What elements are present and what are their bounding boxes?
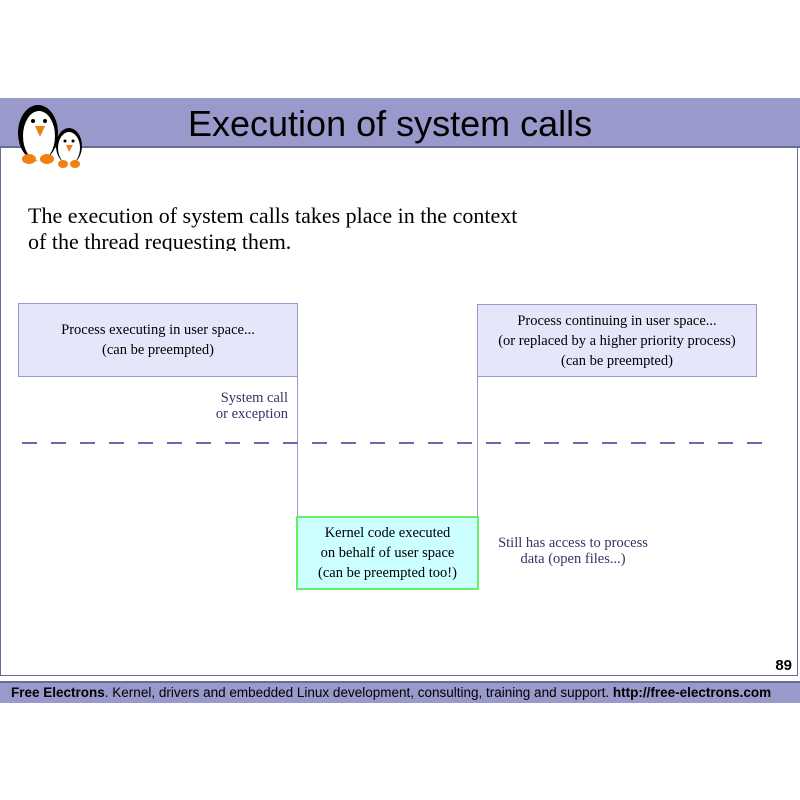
slide-header	[0, 98, 800, 148]
user-kernel-boundary	[22, 442, 764, 444]
box-line: Process continuing in user space...	[517, 312, 717, 329]
intro-text: The execution of system calls takes plac…	[28, 203, 518, 251]
user-space-box-after: Process continuing in user space... (or …	[477, 304, 757, 377]
page-number: 89	[775, 657, 792, 674]
penguin-logo-icon	[18, 105, 82, 168]
kernel-box: Kernel code executed on behalf of user s…	[296, 516, 479, 590]
label-line: System call	[220, 390, 288, 406]
label-line: or exception	[215, 406, 288, 422]
slide-frame	[0, 98, 798, 676]
box-line: Process executing in user space...	[61, 322, 255, 338]
footer-url[interactable]: http://free-electrons.com	[612, 685, 772, 700]
box-line: on behalf of user space	[320, 545, 455, 561]
label-line: data (open files...)	[520, 551, 626, 567]
syscall-label: System call or exception	[190, 390, 288, 422]
box-line: (can be preempted)	[102, 342, 214, 358]
footer-brand: Free Electrons	[11, 685, 105, 700]
box-line: (can be preempted)	[561, 352, 673, 369]
user-space-box-before: Process executing in user space... (can …	[18, 303, 298, 377]
slide-title: Execution of system calls	[188, 103, 593, 144]
access-label: Still has access to process data (open f…	[488, 535, 658, 567]
box-line: Kernel code executed	[324, 525, 451, 541]
footer-text: . Kernel, drivers and embedded Linux dev…	[104, 685, 613, 700]
label-line: Still has access to process	[498, 535, 648, 551]
box-line: (or replaced by a higher priority proces…	[498, 332, 736, 349]
syscall-line	[297, 376, 298, 517]
return-line	[477, 376, 478, 517]
box-line: (can be preempted too!)	[318, 565, 457, 581]
footer: Free Electrons. Kernel, drivers and embe…	[0, 681, 800, 703]
